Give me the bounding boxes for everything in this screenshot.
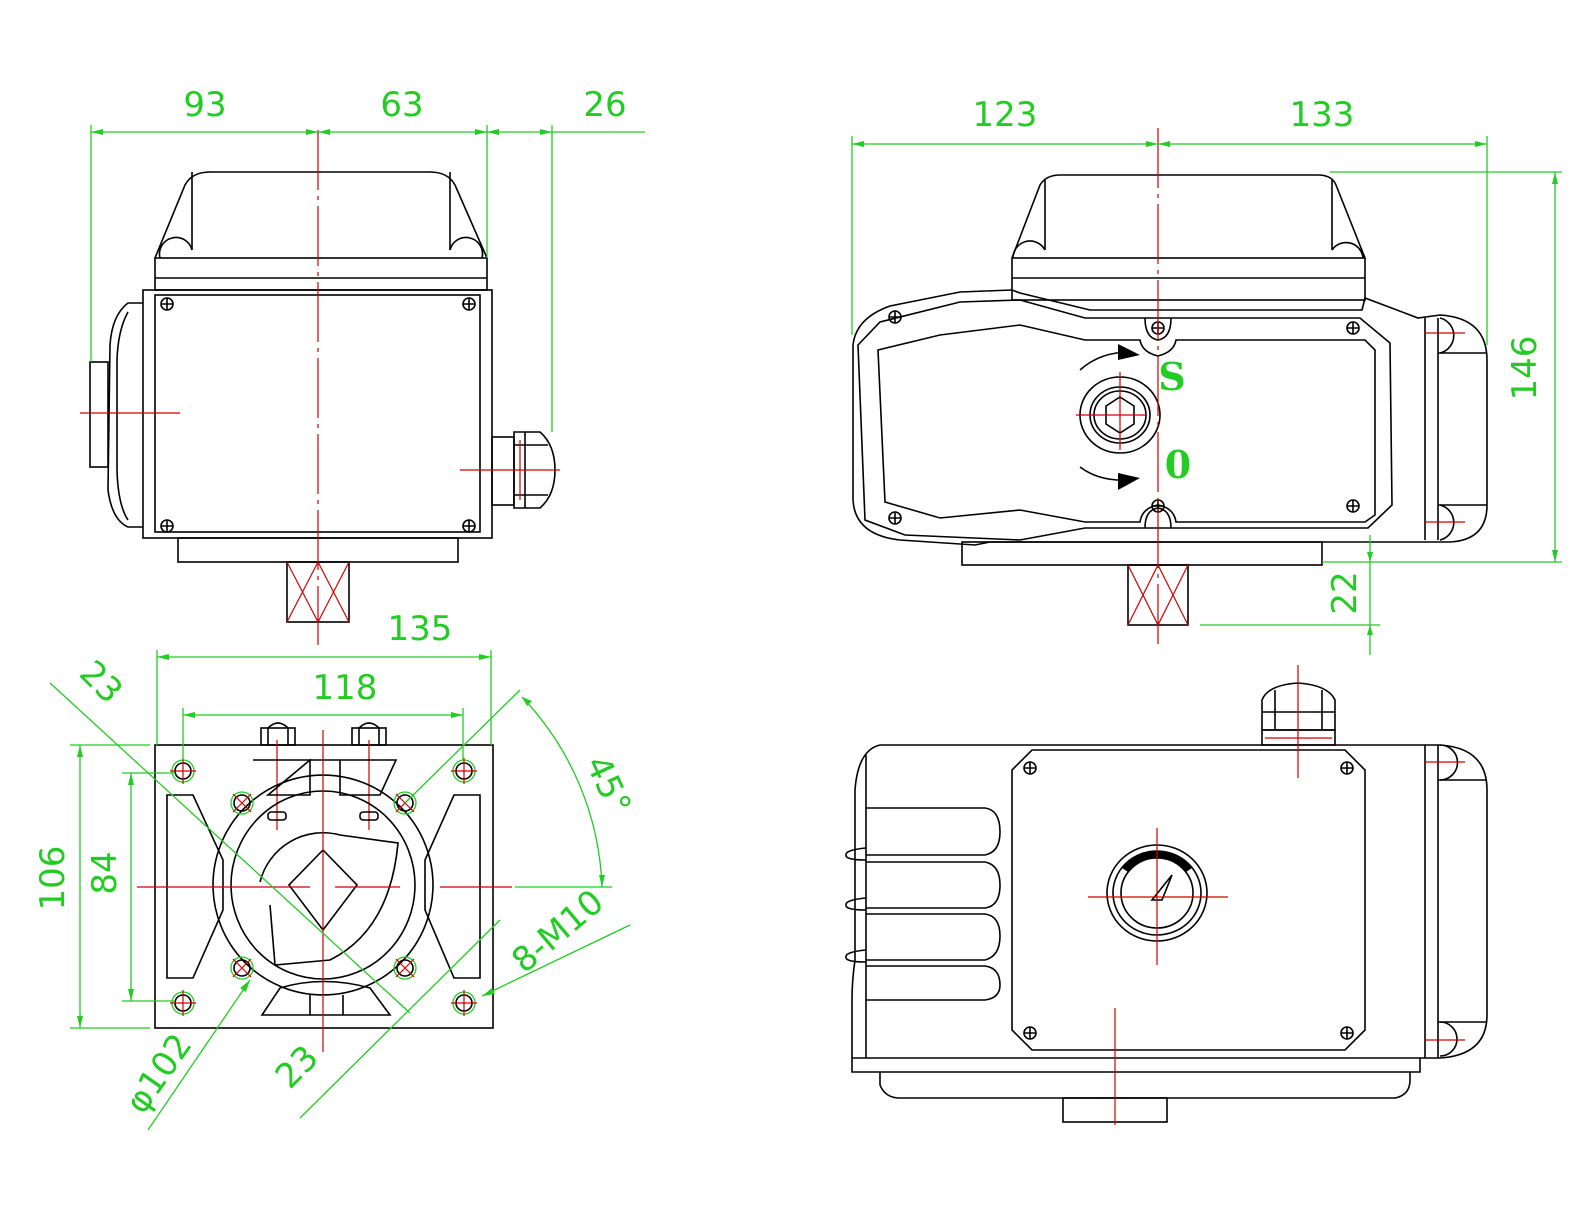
side-dimensions: [90, 125, 645, 432]
manual-override-hex-icon[interactable]: [1076, 372, 1161, 454]
dim-118: 118: [313, 668, 378, 708]
top-housing: [851, 744, 1488, 1073]
dim-22: 22: [1325, 571, 1365, 614]
dim-pcd-102: φ102: [118, 1026, 201, 1120]
side-screws: [160, 297, 476, 533]
front-dimensions: [851, 136, 1562, 655]
dim-84: 84: [85, 851, 125, 894]
base-corner-holes: [170, 758, 477, 1016]
top-bottom-plate: [879, 1072, 1411, 1099]
base-dimensions: [49, 650, 631, 1131]
front-cover-cap: [1011, 174, 1366, 259]
side-view: 93 63 26: [80, 85, 645, 645]
front-bottom-plate: [961, 541, 1323, 566]
front-view: S 0 123 133 146 22: [851, 95, 1562, 655]
top-screws: [1023, 761, 1354, 1040]
dim-135: 135: [388, 609, 453, 649]
dim-123: 123: [973, 95, 1038, 135]
dim-106: 106: [33, 846, 73, 911]
dim-133: 133: [1290, 95, 1355, 135]
side-left-boss: [107, 302, 143, 528]
front-inner-panel: [877, 324, 1376, 523]
side-cover-cap: [154, 171, 488, 259]
label-open: 0: [1165, 442, 1191, 487]
dim-45-degrees: 45°: [577, 750, 639, 822]
dim-8-m10: 8-M10: [504, 882, 611, 981]
top-view: [845, 665, 1488, 1125]
dim-23-top: 23: [71, 653, 130, 712]
position-indicator-icon: [1088, 828, 1228, 965]
dim-63: 63: [380, 85, 423, 125]
base-view: 135 118 106 84 23 23 45° 8-M10 φ102: [33, 609, 639, 1131]
front-screws: [888, 310, 1360, 525]
dim-26: 26: [583, 85, 626, 125]
dim-23-bottom: 23: [268, 1038, 327, 1097]
dim-93: 93: [183, 85, 226, 125]
label-shut: S: [1158, 354, 1185, 399]
top-cable-gland: [1261, 665, 1336, 778]
front-housing: [852, 289, 1488, 546]
top-cooling-fins: [845, 755, 1001, 1058]
side-cap-band: [154, 257, 488, 291]
top-cover-plate: [1011, 749, 1366, 1051]
dim-146: 146: [1505, 336, 1545, 401]
